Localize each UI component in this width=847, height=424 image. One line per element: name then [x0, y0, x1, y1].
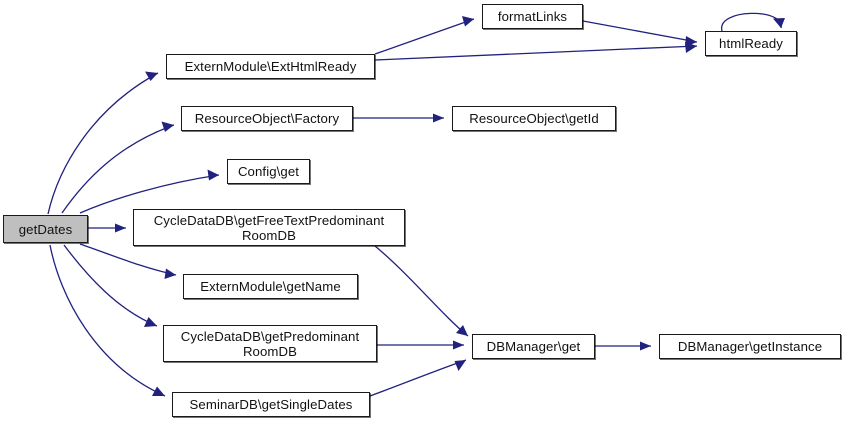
node-label: ExternModule\ExtHtmlReady — [184, 59, 357, 74]
arrow-head-icon — [115, 223, 126, 233]
node-dbGet[interactable]: DBManager\get — [472, 334, 595, 359]
node-getName[interactable]: ExternModule\getName — [183, 274, 358, 299]
arrow-head-icon — [161, 121, 174, 132]
arrow-head-icon — [453, 340, 464, 350]
call-edge-extHtmlReady-to-formatLinks — [374, 16, 475, 55]
node-dbGetInstance[interactable]: DBManager\getInstance — [659, 334, 841, 359]
call-edge-dbGet-to-dbGetInstance — [595, 341, 651, 351]
arrow-head-icon — [207, 169, 219, 181]
node-getId[interactable]: ResourceObject\getId — [452, 106, 616, 131]
node-factory[interactable]: ResourceObject\Factory — [181, 106, 353, 131]
arrow-head-icon — [433, 113, 444, 123]
call-edge-htmlReady-to-htmlReady — [721, 12, 785, 32]
node-freeTextRoom[interactable]: CycleDataDB\getFreeTextPredominant RoomD… — [133, 209, 405, 246]
node-label: Config\get — [237, 164, 300, 179]
node-label: ExternModule\getName — [200, 279, 341, 294]
node-configGet[interactable]: Config\get — [227, 159, 310, 184]
node-htmlReady[interactable]: htmlReady — [705, 31, 797, 56]
arrow-head-icon — [164, 268, 176, 279]
call-edge-extHtmlReady-to-htmlReady — [374, 42, 698, 61]
node-label: CycleDataDB\getFreeTextPredominant RoomD… — [153, 212, 385, 243]
node-extHtmlReady[interactable]: ExternModule\ExtHtmlReady — [166, 54, 375, 79]
node-label: DBManager\getInstance — [677, 339, 823, 354]
node-formatLinks[interactable]: formatLinks — [482, 4, 583, 29]
arrow-head-icon — [456, 325, 468, 336]
node-label: formatLinks — [497, 9, 568, 24]
call-edge-freeTextRoom-to-dbGet — [374, 245, 469, 337]
call-edge-singleDates-to-dbGet — [369, 359, 467, 397]
arrow-head-icon — [152, 386, 165, 396]
call-edge-formatLinks-to-htmlReady — [582, 20, 698, 47]
call-edge-getDates-to-predominantRoom — [63, 244, 158, 327]
node-getDates[interactable]: getDates — [3, 215, 88, 243]
call-edge-getDates-to-extHtmlReady — [47, 71, 159, 215]
call-edge-getDates-to-factory — [61, 121, 175, 214]
call-edge-getDates-to-configGet — [79, 169, 220, 214]
arrow-head-icon — [454, 360, 466, 371]
arrow-head-icon — [640, 341, 651, 351]
node-label: ResourceObject\Factory — [194, 111, 340, 126]
arrow-head-icon — [145, 71, 158, 81]
arrow-head-icon — [462, 16, 474, 27]
node-singleDates[interactable]: SeminarDB\getSingleDates — [172, 392, 370, 417]
node-label: CycleDataDB\getPredominant RoomDB — [180, 328, 360, 359]
call-edge-factory-to-getId — [353, 113, 444, 123]
node-label: htmlReady — [719, 36, 783, 51]
call-edge-predominantRoom-to-dbGet — [377, 340, 464, 350]
node-label: getDates — [18, 221, 73, 237]
arrow-head-icon — [685, 36, 697, 47]
arrow-head-icon — [773, 18, 785, 28]
call-edge-getDates-to-freeTextRoom — [88, 223, 126, 233]
node-label: DBManager\get — [486, 339, 581, 354]
arrow-head-icon — [144, 317, 157, 327]
node-label: ResourceObject\getId — [469, 111, 599, 126]
call-edge-getDates-to-singleDates — [49, 244, 166, 397]
node-label: SeminarDB\getSingleDates — [189, 397, 353, 412]
node-predominantRoom[interactable]: CycleDataDB\getPredominant RoomDB — [163, 325, 377, 362]
call-edge-getDates-to-getName — [79, 243, 177, 279]
